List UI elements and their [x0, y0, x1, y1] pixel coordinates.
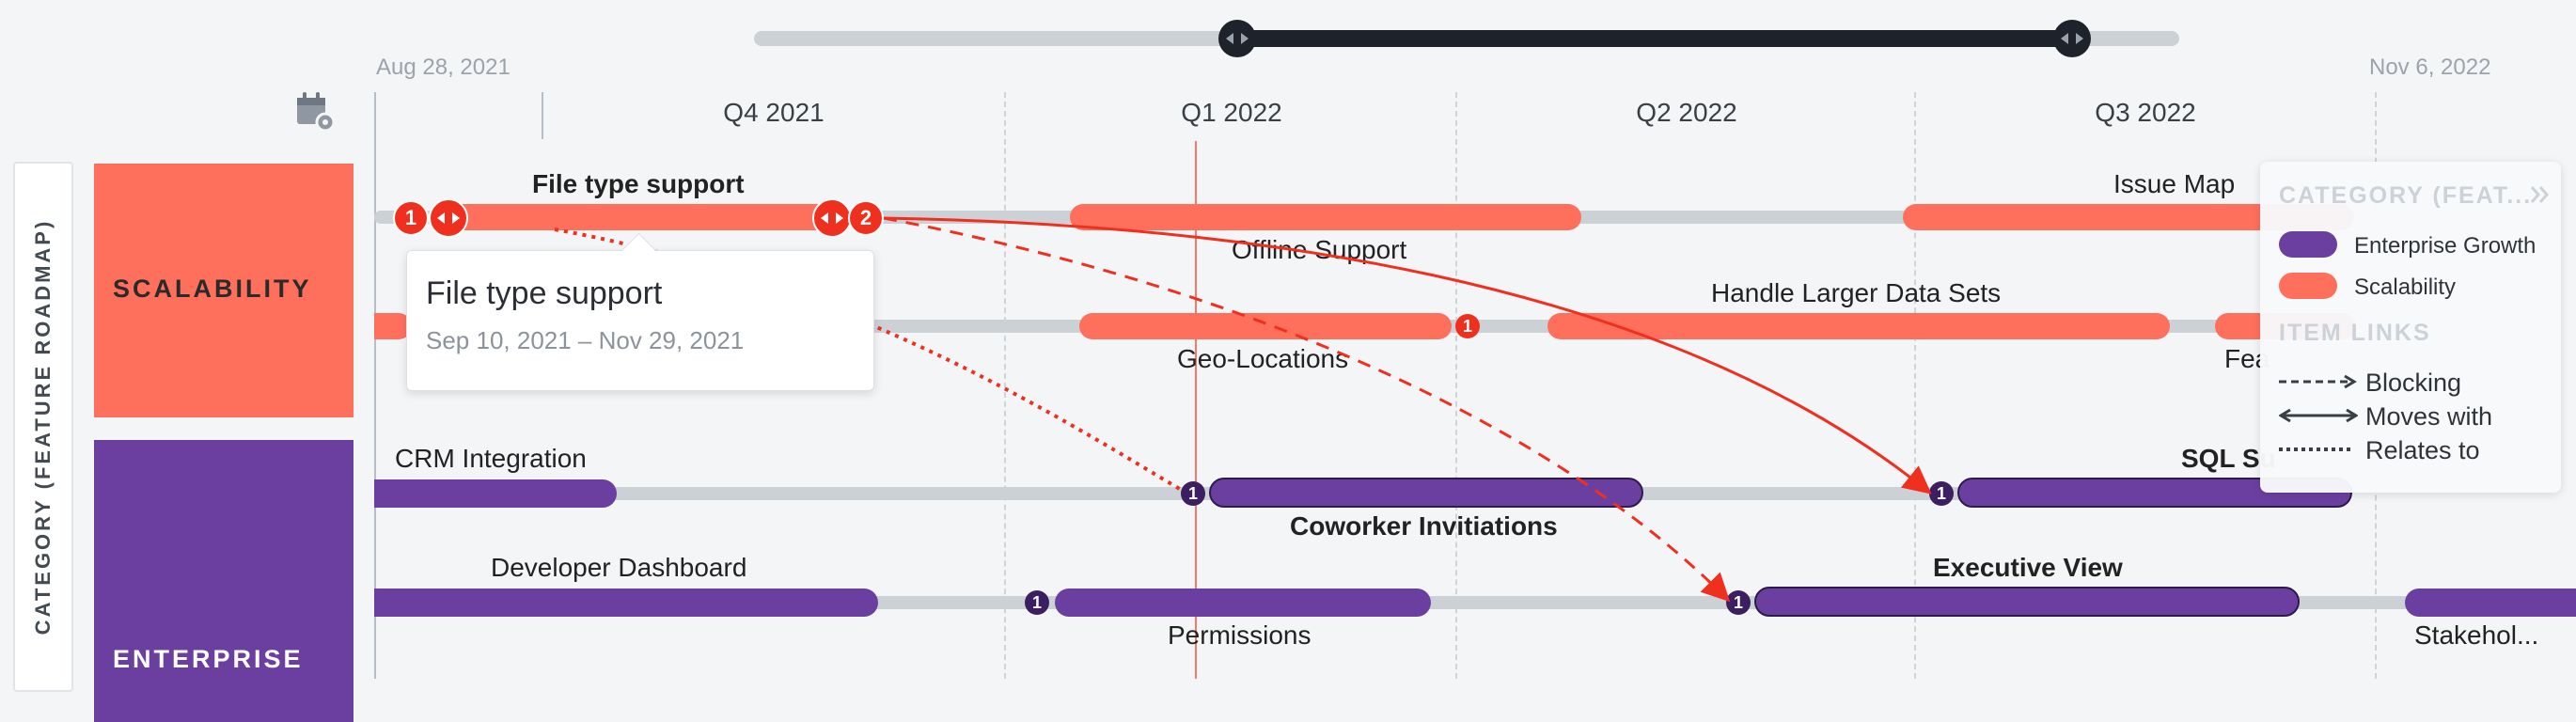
today-marker: [1195, 141, 1197, 679]
item-label-executive-view: Executive View: [1933, 553, 2123, 582]
item-bar-developer-dashboard[interactable]: [374, 589, 878, 617]
item-label-handle-larger-data-sets: Handle Larger Data Sets: [1711, 278, 2002, 307]
legend-label-enterprise-growth: Enterprise Growth: [2354, 233, 2537, 259]
dashed-arrow-icon: [2279, 374, 2357, 389]
collapse-legend-icon[interactable]: [2529, 184, 2550, 205]
double-arrow-icon: [2279, 408, 2358, 423]
legend-swatch-scalability: [2279, 273, 2337, 299]
item-label-coworker-invitiations: Coworker Invitiations: [1290, 511, 1558, 541]
timeline-end-handle[interactable]: [2053, 20, 2091, 57]
item-bar-permissions[interactable]: [1055, 589, 1431, 617]
quarter-q4-2021: Q4 2021: [723, 98, 825, 127]
category-scalability[interactable]: SCALABILITY: [94, 164, 353, 417]
resize-start-handle[interactable]: [429, 198, 468, 238]
timeline-scroll-range[interactable]: [1237, 30, 2072, 47]
item-bar-file-type-support[interactable]: [440, 204, 846, 230]
month-tick: [542, 92, 543, 139]
quarter-q3-2022: Q3 2022: [2095, 98, 2196, 127]
item-label-file-type-support: File type support: [532, 169, 745, 198]
dependency-badge[interactable]: 1: [1929, 481, 1954, 506]
blocking-link: [883, 216, 1731, 603]
timeline-start-handle[interactable]: [1218, 20, 1256, 57]
item-label-issue-map: Issue Map: [2113, 169, 2236, 198]
item-label-crm-integration: CRM Integration: [395, 444, 587, 473]
item-bar-handle-larger-data-sets[interactable]: [1547, 313, 2170, 339]
item-bar-executive-view[interactable]: [1754, 587, 2300, 617]
dependency-badge[interactable]: 2: [848, 200, 884, 236]
category-enterprise[interactable]: ENTERPRISE: [94, 440, 353, 722]
timeline-end-date: Nov 6, 2022: [2369, 55, 2491, 80]
item-label-sql-support: SQL Su: [2181, 444, 2276, 473]
legend-category-heading: CATEGORY (FEAT...: [2279, 182, 2533, 209]
item-bar-offline-support[interactable]: [1070, 204, 1581, 230]
item-label-stakeholder: Stakehol...: [2414, 620, 2539, 650]
item-tooltip: File type support Sep 10, 2021 – Nov 29,…: [406, 250, 874, 391]
legend-swatch-enterprise-growth: [2279, 231, 2337, 258]
dependency-badge[interactable]: 1: [1455, 314, 1480, 338]
tooltip-dates: Sep 10, 2021 – Nov 29, 2021: [426, 326, 745, 354]
dependency-links-layer: [554, 216, 1932, 603]
dependency-badge[interactable]: 1: [1025, 590, 1049, 615]
item-bar-crm-integration[interactable]: [374, 479, 617, 508]
moves-with-link: [883, 216, 1932, 494]
legend-panel: CATEGORY (FEAT... Enterprise Growth Scal…: [2260, 162, 2561, 493]
quarter-divider: [1004, 92, 1006, 679]
dependency-badge[interactable]: 1: [1181, 481, 1205, 506]
legend-link-relates-to: Relates to: [2365, 436, 2480, 464]
quarter-divider: [1455, 92, 1457, 679]
item-label-permissions: Permissions: [1168, 620, 1312, 650]
resize-end-handle[interactable]: [812, 198, 852, 238]
legend-link-blocking: Blocking: [2365, 369, 2462, 397]
item-bar-stakeholder[interactable]: [2405, 589, 2576, 617]
item-bar-geo-locations[interactable]: [1079, 313, 1452, 339]
timeline-start-line: [374, 92, 376, 679]
legend-label-scalability: Scalability: [2354, 275, 2457, 300]
dotted-line-icon: [2279, 447, 2354, 451]
legend-link-moves-with: Moves with: [2365, 402, 2493, 431]
dependency-badge[interactable]: 1: [1726, 590, 1751, 615]
item-label-developer-dashboard: Developer Dashboard: [491, 553, 747, 582]
quarter-divider: [1914, 92, 1916, 679]
item-label-offline-support: Offline Support: [1232, 235, 1407, 264]
item-label-geo-locations: Geo-Locations: [1177, 344, 1349, 373]
calendar-settings-icon[interactable]: [295, 90, 337, 133]
tooltip-title: File type support: [426, 275, 663, 311]
timeline-start-date: Aug 28, 2021: [376, 55, 510, 80]
item-bar-coworker-invitiations[interactable]: [1209, 478, 1643, 508]
quarter-q1-2022: Q1 2022: [1181, 98, 1282, 127]
quarter-q2-2022: Q2 2022: [1636, 98, 1737, 127]
legend-links-heading: ITEM LINKS: [2279, 320, 2431, 346]
dependency-badge[interactable]: 1: [393, 200, 429, 236]
